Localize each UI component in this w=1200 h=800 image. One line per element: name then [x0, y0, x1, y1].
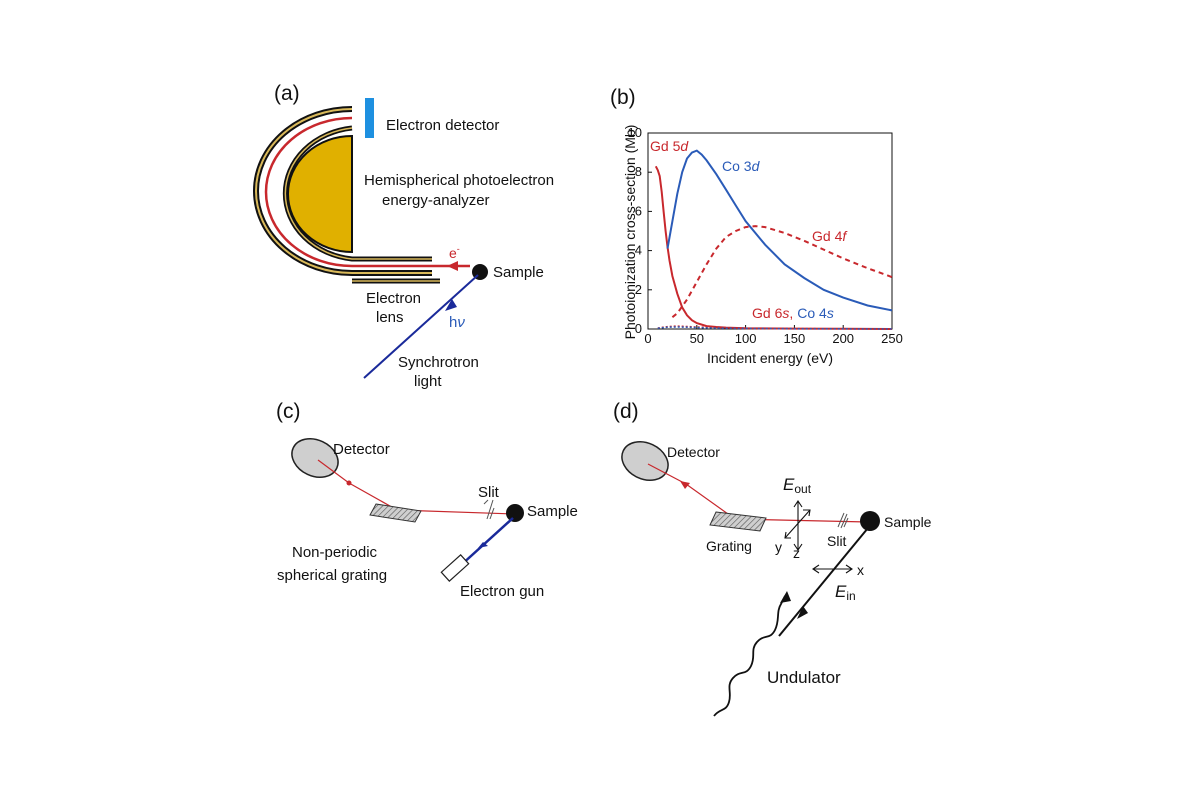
- cross-section-chart: 0 50 100 150 200 250 0 2 4 6 8 10: [628, 125, 903, 346]
- series-label-co3d: Co 3d: [722, 158, 761, 174]
- d-slit-label: Slit: [827, 533, 847, 549]
- eout-axes: [784, 500, 811, 551]
- photon-label: hν: [449, 314, 465, 331]
- c-sample-dot: [506, 504, 524, 522]
- detector-label: Detector: [333, 441, 390, 458]
- chart-y-axis-label: Photoionization cross-section (Mb): [622, 125, 638, 340]
- y-tick-label: 6: [635, 203, 642, 218]
- gun-label: Electron gun: [460, 583, 544, 600]
- x-tick-label: 250: [881, 331, 903, 346]
- y-tick-label: 8: [635, 164, 642, 179]
- analyzer-label-line1: Hemispherical photoelectron: [364, 172, 554, 189]
- d-detector-label: Detector: [667, 444, 720, 460]
- light-label-line2: light: [414, 373, 442, 390]
- series-label-gd6s-co4s: Gd 6s,Co 4s: [752, 305, 834, 321]
- panel-c-label: (c): [276, 400, 301, 423]
- x-tick-label: 0: [644, 331, 651, 346]
- panel-d: (d) Detector Grating Eout y z Slit Sampl…: [613, 400, 932, 717]
- y-tick-label: 10: [628, 125, 642, 140]
- slit-label: Slit: [478, 484, 500, 501]
- d-grating: [709, 511, 767, 532]
- c-sample-label: Sample: [527, 503, 578, 520]
- undulator-beam-arrow-icon: [797, 606, 808, 619]
- hemisphere-electrode: [287, 134, 353, 254]
- series-label-gd5d: Gd 5d: [650, 138, 689, 154]
- ein-label: Ein: [835, 582, 856, 603]
- series-label-gd4f: Gd 4f: [812, 228, 848, 244]
- panel-c: (c) Detector Slit Sample Non-periodic sp…: [276, 400, 578, 600]
- lens-label-line1: Electron: [366, 290, 421, 307]
- wave-arrow-icon: [780, 591, 791, 603]
- axis-x-label: x: [857, 562, 864, 578]
- axis-z-label: z: [793, 545, 800, 561]
- c-slit: [483, 499, 495, 520]
- c-beam-path: [317, 459, 515, 515]
- undulator-wave: [713, 595, 786, 717]
- d-beam-arrow-icon: [680, 481, 690, 489]
- panel-a: (a) Electron detector Hemispherical phot…: [253, 82, 554, 390]
- x-tick-label: 100: [735, 331, 757, 346]
- electron-gun: [440, 553, 470, 583]
- panel-a-label: (a): [274, 82, 300, 105]
- panel-d-label: (d): [613, 400, 639, 423]
- d-detector-ellipse: [621, 441, 669, 481]
- electron-detector-bar: [365, 98, 374, 138]
- sample-label: Sample: [493, 264, 544, 281]
- grating-label-line2: spherical grating: [277, 567, 387, 584]
- spherical-grating: [369, 503, 422, 523]
- analyzer-label-line2: energy-analyzer: [382, 192, 490, 209]
- synchrotron-beam: [363, 274, 479, 379]
- gun-beam-arrow-icon: [478, 542, 488, 548]
- series-line-co-3d: [666, 149, 893, 312]
- d-sample-label: Sample: [884, 514, 932, 530]
- d-sample-dot: [860, 511, 880, 531]
- electron-arrow-icon: [447, 261, 458, 271]
- d-grating-label: Grating: [706, 538, 752, 554]
- detector-ellipse: [291, 438, 339, 478]
- panel-b-label: (b): [610, 86, 636, 109]
- y-tick-label: 4: [635, 243, 642, 258]
- axis-y-label: y: [775, 539, 782, 555]
- eout-label: Eout: [783, 475, 812, 496]
- c-beam-marker: [346, 480, 352, 486]
- undulator-label: Undulator: [767, 668, 841, 687]
- x-tick-label: 50: [690, 331, 704, 346]
- x-tick-label: 200: [832, 331, 854, 346]
- electron-gun-beam: [459, 517, 514, 567]
- x-axis-arrow: [812, 564, 853, 574]
- x-tick-label: 150: [784, 331, 806, 346]
- electron-label: e-: [449, 244, 460, 261]
- panel-b: (b) 0 50 100 150 200 250 0 2 4 6 8 10 Photoionizati…: [610, 86, 903, 366]
- lens-label-line2: lens: [376, 309, 404, 326]
- y-tick-label: 0: [635, 321, 642, 336]
- beam-arrow-icon: [445, 299, 457, 311]
- grating-label-line1: Non-periodic: [292, 544, 378, 561]
- d-slit: [837, 512, 849, 529]
- chart-x-axis-label: Incident energy (eV): [707, 350, 833, 366]
- d-beam-path: [647, 463, 869, 523]
- light-label-line1: Synchrotron: [398, 354, 479, 371]
- detector-label: Electron detector: [386, 117, 499, 134]
- electron-trajectory: [264, 116, 470, 268]
- series-line-co-4s: [657, 326, 893, 330]
- undulator-beam: [778, 527, 869, 637]
- y-tick-label: 2: [635, 282, 642, 297]
- series-line-gd-4f: [671, 225, 893, 318]
